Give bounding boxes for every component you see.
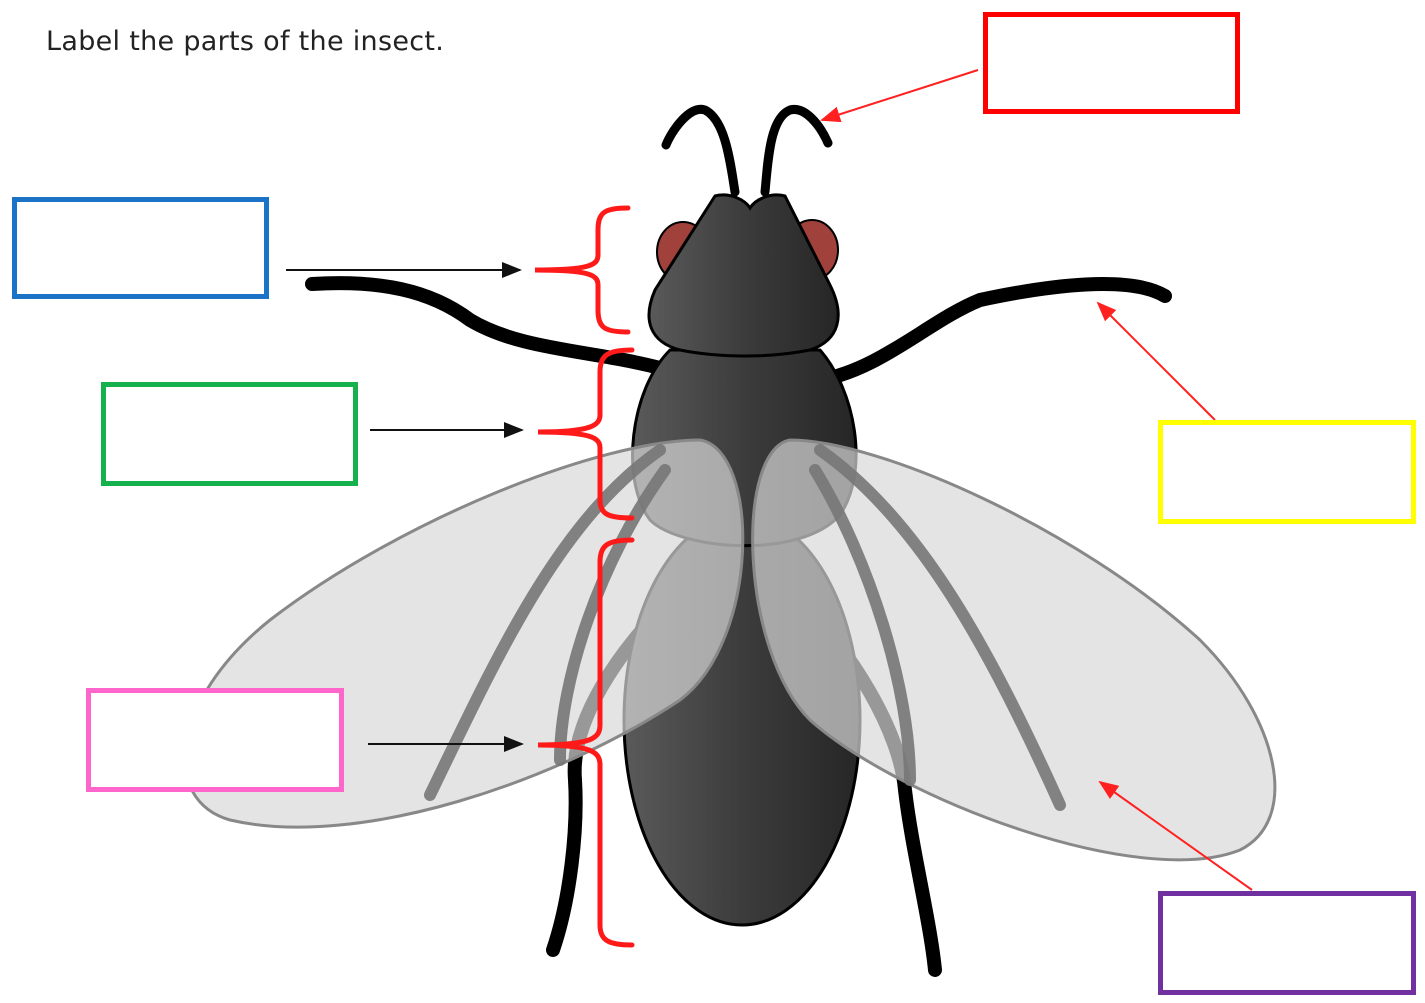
antenna-pointer [822, 70, 978, 120]
abdomen-label-box[interactable] [86, 688, 344, 792]
antennae [666, 109, 828, 192]
head-bracket [535, 208, 628, 332]
antenna-label-box[interactable] [983, 12, 1240, 114]
leg-label-box[interactable] [1158, 420, 1416, 524]
leg-pointer [1098, 303, 1215, 420]
front-right-leg [820, 284, 1165, 380]
left-antenna [666, 109, 735, 192]
instruction-text: Label the parts of the insect. [46, 26, 444, 57]
wing-label-box[interactable] [1158, 891, 1416, 995]
thorax-label-box[interactable] [101, 382, 358, 486]
right-antenna [765, 109, 828, 192]
head-label-box[interactable] [12, 197, 269, 299]
